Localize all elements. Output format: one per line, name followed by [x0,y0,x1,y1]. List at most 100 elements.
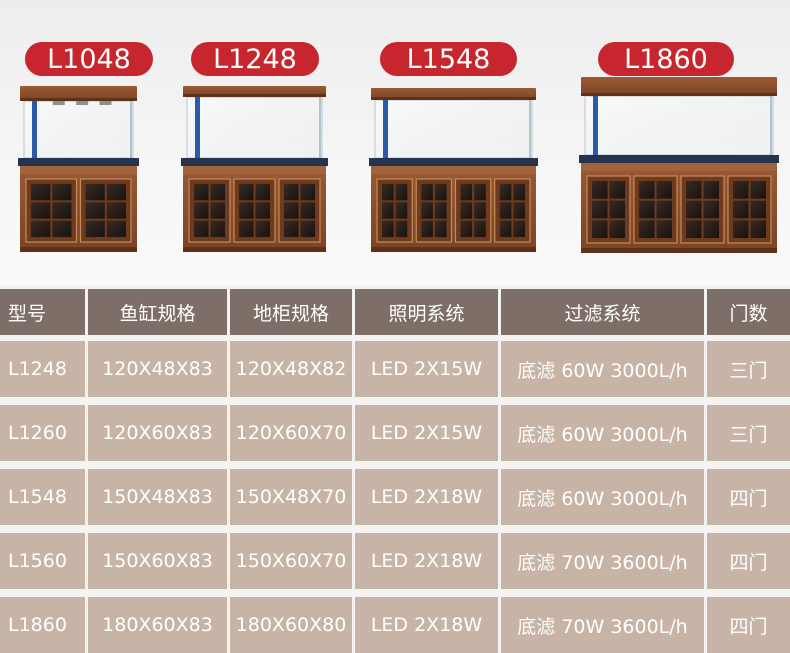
table-cell-col-doors: 四门 [707,533,790,589]
door-pane [284,184,299,201]
door-pane [639,181,655,199]
door-pane [85,184,105,201]
cabinet-top-trim [183,166,326,174]
door-pane [592,200,608,219]
door-pane [382,184,394,201]
door-pane [592,181,608,199]
door-pane [703,181,719,199]
door-pane [239,184,254,201]
door-pane [686,220,702,238]
model-label-pill [191,42,319,76]
product-aquarium-2: L1248 [181,42,328,252]
door-pane [474,184,486,201]
door-pane [300,202,315,219]
pipe-blue [593,96,598,155]
header-col-model: 型号 [0,289,85,335]
door-pane [434,202,447,219]
cabinet-plinth [371,247,536,252]
door-pane [210,184,225,201]
door-pane [284,202,299,219]
door-pane [513,202,525,219]
tank-lid-edge [371,97,536,100]
header-col-tank-size: 鱼缸规格 [88,289,227,335]
door-pane [106,202,126,219]
door-pane [639,200,655,219]
table-cell-col-lighting: LED 2X15W [355,341,498,397]
door-pane [395,202,408,219]
door-pane [733,200,749,219]
table-cell-col-filtration: 底滤 70W 3600L/h [501,533,704,589]
product-showcase: L1048 L1248 L1548 L1860 [18,42,779,253]
model-label: L1048 [25,42,153,76]
door-pane [733,220,749,238]
model-label-pill [25,42,153,76]
model-label: L1248 [191,42,319,76]
tank-base [579,155,779,163]
door-pane [284,220,299,237]
product-aquarium-1: L1048 [18,42,153,252]
header-col-doors: 门数 [707,289,790,335]
table-cell-col-doors: 三门 [707,405,790,461]
door-pane [239,202,254,219]
door-pane [382,202,394,219]
door-pane [31,220,51,237]
light-fixture [99,101,112,105]
door-pane [499,220,512,237]
model-label-pill [598,42,734,76]
door-pane [686,181,702,199]
door-pane [31,202,51,219]
door-pane [434,220,447,237]
model-label: L1548 [380,42,517,76]
tank-lid [581,77,777,96]
table-cell-col-cabinet-size: 120X48X82 [230,341,352,397]
cabinet-plinth [581,248,777,253]
table-cell-col-cabinet-size: 180X60X80 [230,597,352,653]
table-cell-col-filtration: 底滤 70W 3600L/h [501,597,704,653]
table-cell-col-tank-size: 150X48X83 [88,469,227,525]
table-cell-col-lighting: LED 2X18W [355,533,498,589]
door-pane [31,184,51,201]
door-pane [609,220,625,238]
table-cell-col-lighting: LED 2X15W [355,405,498,461]
door-pane [434,184,447,201]
door-pane [656,181,672,199]
table-cell-col-cabinet-size: 120X60X70 [230,405,352,461]
tank-glass [584,95,774,156]
product-aquarium-4: L1860 [579,42,779,253]
door-pane [382,220,394,237]
door-pane [639,220,655,238]
table-cell-col-filtration: 底滤 60W 3000L/h [501,469,704,525]
door-pane [85,220,105,237]
light-fixture [76,101,89,105]
door-pane [474,220,486,237]
table-cell-col-tank-size: 180X60X83 [88,597,227,653]
tank-base [181,158,328,166]
model-label-text: L1860 [624,44,708,75]
door-pane [421,184,433,201]
door-pane [656,200,672,219]
door-pane [460,184,473,201]
tank-base [18,158,139,166]
cabinet-top-trim [581,163,777,171]
table-cell-col-filtration: 底滤 60W 3000L/h [501,405,704,461]
model-label-pill [380,42,517,76]
table-cell-col-doors: 四门 [707,597,790,653]
table-cell-col-model: L1548 [0,469,85,525]
door-pane [239,220,254,237]
door-pane [609,200,625,219]
cabinet-top-trim [20,166,137,174]
door-pane [656,220,672,238]
pipe-blue [383,100,388,158]
door-pane [499,184,512,201]
table-cell-col-tank-size: 120X60X83 [88,405,227,461]
pipe-blue [32,101,37,158]
tank-glass [374,99,533,159]
door-pane [52,220,72,237]
model-label-text: L1548 [407,44,491,75]
table-cell-col-model: L1248 [0,341,85,397]
table-cell-col-doors: 三门 [707,341,790,397]
model-label: L1860 [598,42,734,76]
door-pane [395,220,408,237]
